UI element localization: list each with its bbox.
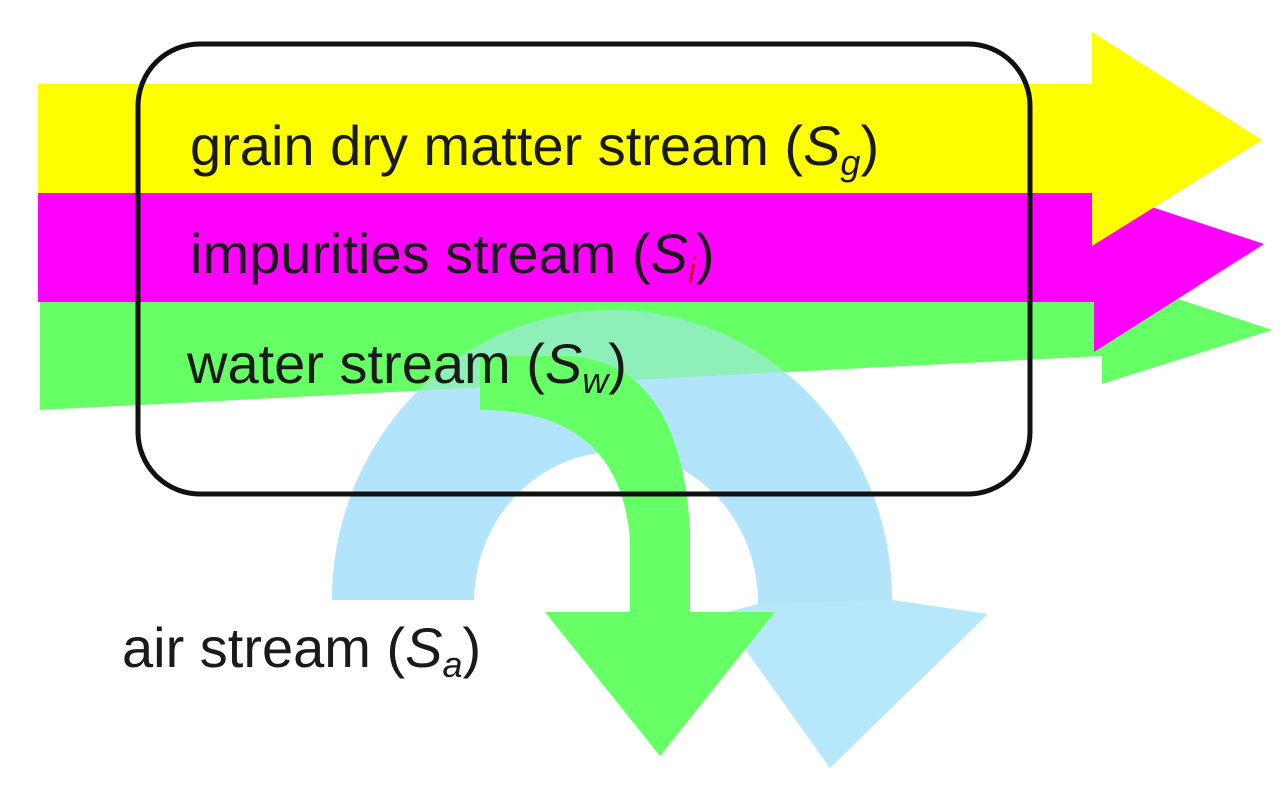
water-stream-name: water stream	[187, 332, 511, 395]
impurities-open-paren: (	[631, 222, 651, 285]
air-open-paren: (	[386, 616, 406, 679]
system-boundary	[135, 41, 1033, 497]
grain-stream-arrow	[38, 32, 1262, 246]
air-stream-name: air stream	[122, 616, 371, 679]
air-stream-label: air stream (Sa)	[122, 620, 481, 683]
impurities-stream-name: impurities stream	[190, 222, 617, 285]
water-stream-label: water stream (Sw)	[187, 336, 627, 399]
impurities-symbol: S	[650, 222, 688, 285]
water-close-paren: )	[608, 332, 627, 395]
air-symbol: S	[405, 616, 443, 679]
water-open-paren: (	[526, 332, 545, 395]
grain-symbol: S	[803, 114, 841, 177]
grain-stream-label: grain dry matter stream (Sg)	[190, 118, 879, 181]
water-downflow-arrow	[480, 356, 775, 756]
impurities-close-paren: )	[695, 222, 715, 285]
impurities-stream-arrow	[38, 188, 1264, 352]
grain-open-paren: (	[784, 114, 804, 177]
air-close-paren: )	[462, 616, 482, 679]
water-subscript: w	[582, 360, 609, 401]
grain-subscript: g	[840, 142, 861, 183]
water-symbol: S	[544, 332, 583, 395]
impurities-subscript: i	[687, 250, 696, 291]
air-stream-overlay	[332, 310, 892, 604]
air-subscript: a	[442, 644, 463, 685]
grain-close-paren: )	[860, 114, 880, 177]
impurities-stream-label: impurities stream (Si)	[190, 226, 715, 289]
grain-stream-name: grain dry matter stream	[190, 114, 769, 177]
